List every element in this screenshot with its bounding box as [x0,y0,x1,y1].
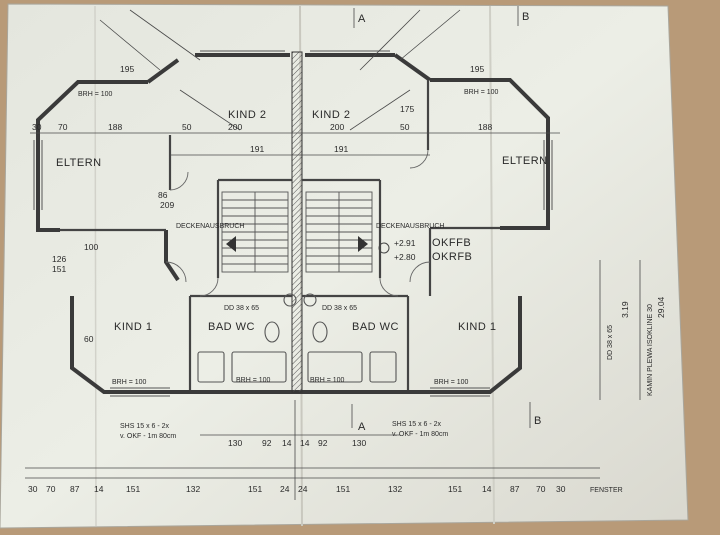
dim-top: 195 [120,64,134,74]
note-brh-eltern-right: BRH = 100 [464,89,499,96]
dim-bottom-row2: 151 [336,484,350,494]
stair-arrow-icon [358,236,368,252]
dim-bottom-row2: 24 [298,484,308,494]
dim-bottom-row2: 132 [186,484,200,494]
room-badwc-right: BAD WC [352,321,399,333]
dim-misc: 86 [158,190,168,200]
dim-top: 200 [330,122,344,132]
section-mark-b-bottom: B [534,415,542,427]
dim-top: 191 [334,144,348,154]
level-marker-icon [378,242,390,254]
dim-bottom-row2: 30 [556,484,566,494]
dimension-lines [25,6,641,500]
note-fenster: FENSTER [590,487,623,494]
dim-bottom-row2: 14 [94,484,104,494]
dim-misc: 175 [400,104,414,114]
room-eltern-left: ELTERN [56,157,102,169]
note-shs-left-sub: v. OKF - 1m 80cm [120,433,176,440]
bathroom-fixtures [197,293,397,383]
section-mark-a-bottom: A [358,421,366,433]
dim-bottom: 92 [318,438,328,448]
note-dd-right: DD 38 x 65 [322,305,357,312]
note-okrfb: OKRFB [432,251,472,263]
room-eltern-right: ELTERN [502,155,548,167]
dim-misc: 60 [84,334,94,344]
note-deckenausbruch-left: DECKENAUSBRUCH [176,223,244,230]
room-kind1-left: KIND 1 [114,321,152,333]
party-wall [291,51,303,393]
note-brh-kind1-right: BRH = 100 [434,379,469,386]
dim-top: 188 [108,122,122,132]
fold-line [489,5,495,525]
dim-top: 200 [228,122,242,132]
dim-bottom: 14 [300,438,310,448]
windows [33,50,553,397]
dim-bottom-row2: 151 [248,484,262,494]
note-shs-right: SHS 15 x 6 - 2x [392,421,442,428]
room-kind2-right: KIND 2 [312,109,350,121]
note-brh-kind1-left: BRH = 100 [112,379,147,386]
dim-misc: 126 [52,254,66,264]
note-brh-eltern-left: BRH = 100 [78,91,113,98]
note-shs-right-sub: v. OKF - 1m 80cm [392,431,448,438]
dim-top: 191 [250,144,264,154]
dim-misc: 30 [32,122,42,132]
dim-bottom-row2: 87 [70,484,80,494]
paper-sheet [0,3,689,529]
section-mark-a-top: A [358,13,366,25]
dim-misc: 70 [58,122,68,132]
stair-arrow-icon [226,236,236,252]
dim-bottom-row2: 24 [280,484,290,494]
dim-bottom: 130 [228,438,242,448]
dim-top: 195 [470,64,484,74]
dim-bottom-row2: 30 [28,484,38,494]
dim-bottom-row2: 132 [388,484,402,494]
door-swings [165,149,431,297]
dim-misc: 3.19 [620,301,630,318]
room-badwc-left: BAD WC [208,321,255,333]
room-kind1-right: KIND 1 [458,321,496,333]
dim-bottom: 92 [262,438,272,448]
dim-misc: 29.04 [656,296,666,318]
fold-line [94,5,97,527]
level-top: +2.91 [394,238,416,248]
note-brh-bad-left: BRH = 100 [236,377,271,384]
note-dd-left: DD 38 x 65 [224,305,259,312]
section-mark-b-top: B [522,11,530,23]
dim-bottom-row2: 70 [46,484,56,494]
dim-bottom-row2: 87 [510,484,520,494]
dim-bottom-row2: 70 [536,484,546,494]
note-shs-left: SHS 15 x 6 - 2x [120,423,170,430]
note-brh-bad-right: BRH = 100 [310,377,345,384]
dim-misc: 209 [160,200,174,210]
note-deckenausbruch-right: DECKENAUSBRUCH [376,223,444,230]
dim-bottom-row2: 14 [482,484,492,494]
note-okffb: OKFFB [432,237,471,249]
note-dd-side: DD 38 x 65 [607,325,614,360]
dim-misc: 100 [84,242,98,252]
room-kind2-left: KIND 2 [228,109,266,121]
level-bottom: +2.80 [394,252,416,262]
dim-misc: 151 [52,264,66,274]
dim-bottom: 130 [352,438,366,448]
dim-top: 50 [400,122,410,132]
dim-bottom-row2: 151 [126,484,140,494]
dim-top: 188 [478,122,492,132]
dim-top: 50 [182,122,192,132]
dim-bottom: 14 [282,438,292,448]
note-kamin: KAMIN PLEWA ISOKLINE 30 [647,304,654,396]
dim-bottom-row2: 151 [448,484,462,494]
